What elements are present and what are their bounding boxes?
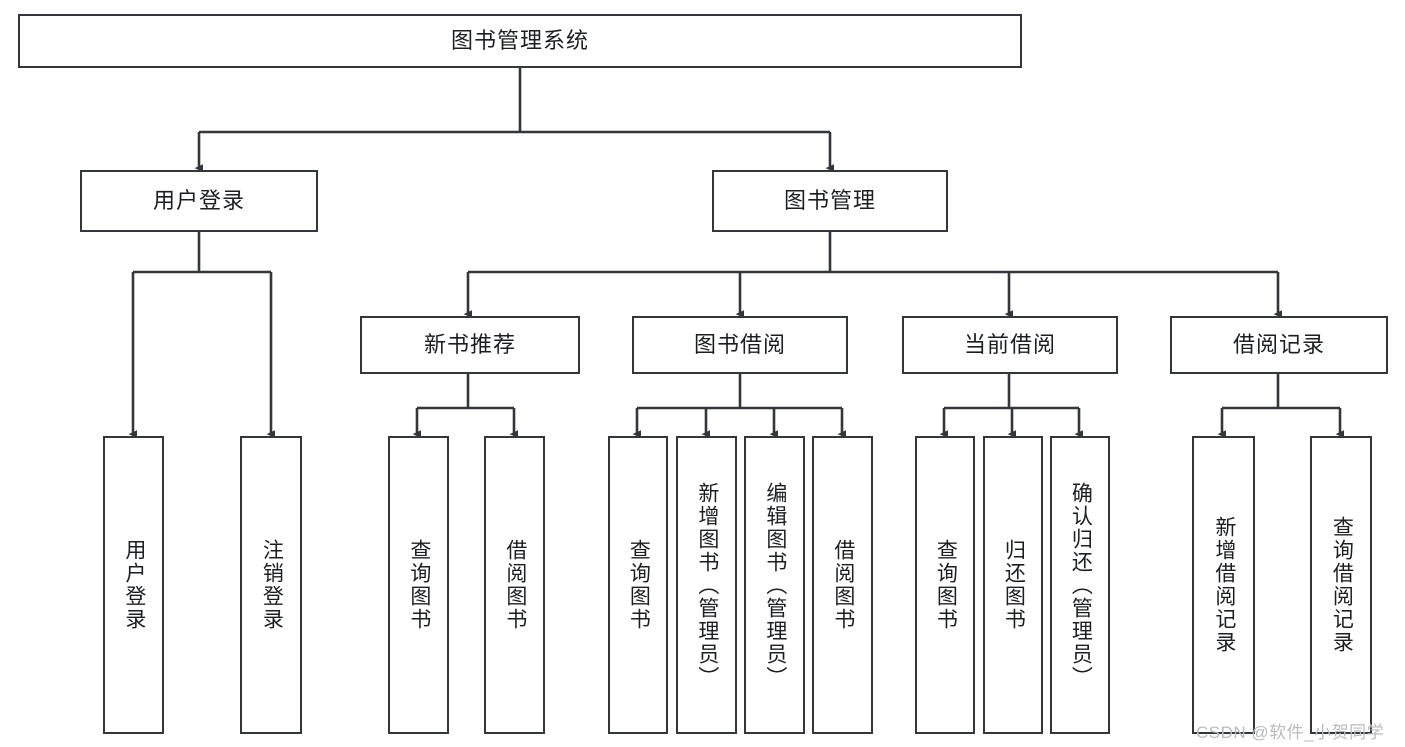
- node-leaf-1[interactable]: 注销登录: [240, 436, 302, 734]
- node-label: 借阅图书: [503, 539, 527, 631]
- node-label: 当前借阅: [963, 332, 1056, 358]
- node-label: 查询图书: [407, 539, 431, 631]
- node-label: 新书推荐: [423, 332, 516, 358]
- node-leaf-9[interactable]: 归还图书: [983, 436, 1043, 734]
- node-root-book-management-system[interactable]: 图书管理系统: [18, 14, 1022, 68]
- node-leaf-10[interactable]: 确认归还（管理员）: [1050, 436, 1110, 734]
- node-label: 图书借阅: [693, 332, 786, 358]
- node-label: 图书管理: [783, 188, 876, 214]
- node-label: 确认归还（管理员）: [1069, 481, 1093, 689]
- node-level3-1[interactable]: 图书借阅: [632, 316, 848, 374]
- node-leaf-5[interactable]: 新增图书（管理员）: [676, 436, 737, 734]
- node-level2-0[interactable]: 用户登录: [80, 170, 318, 232]
- node-label: 归还图书: [1002, 539, 1026, 631]
- node-label: 借阅记录: [1232, 332, 1325, 358]
- node-label: 新增借阅记录: [1212, 516, 1236, 654]
- node-leaf-12[interactable]: 查询借阅记录: [1310, 436, 1372, 734]
- node-label: 编辑图书（管理员）: [763, 481, 787, 689]
- node-label: 用户登录: [122, 539, 146, 631]
- node-leaf-11[interactable]: 新增借阅记录: [1192, 436, 1255, 734]
- node-leaf-4[interactable]: 查询图书: [608, 436, 668, 734]
- node-label: 注销登录: [260, 539, 284, 631]
- node-label: 查询图书: [934, 539, 958, 631]
- node-leaf-7[interactable]: 借阅图书: [812, 436, 873, 734]
- node-leaf-6[interactable]: 编辑图书（管理员）: [744, 436, 805, 734]
- node-label: 借阅图书: [831, 539, 855, 631]
- node-leaf-3[interactable]: 借阅图书: [484, 436, 545, 734]
- watermark-label: CSDN @软件_小贺同学: [1196, 723, 1385, 742]
- node-leaf-8[interactable]: 查询图书: [915, 436, 975, 734]
- node-leaf-0[interactable]: 用户登录: [103, 436, 164, 734]
- node-level3-3[interactable]: 借阅记录: [1170, 316, 1388, 374]
- node-level3-0[interactable]: 新书推荐: [360, 316, 580, 374]
- node-label: 用户登录: [152, 188, 245, 214]
- node-label: 查询借阅记录: [1330, 516, 1354, 654]
- node-label: 查询图书: [627, 539, 651, 631]
- node-level3-2[interactable]: 当前借阅: [902, 316, 1118, 374]
- node-label: 新增图书（管理员）: [695, 481, 719, 689]
- node-leaf-2[interactable]: 查询图书: [388, 436, 449, 734]
- node-label: 图书管理系统: [450, 28, 589, 54]
- node-level2-1[interactable]: 图书管理: [712, 170, 948, 232]
